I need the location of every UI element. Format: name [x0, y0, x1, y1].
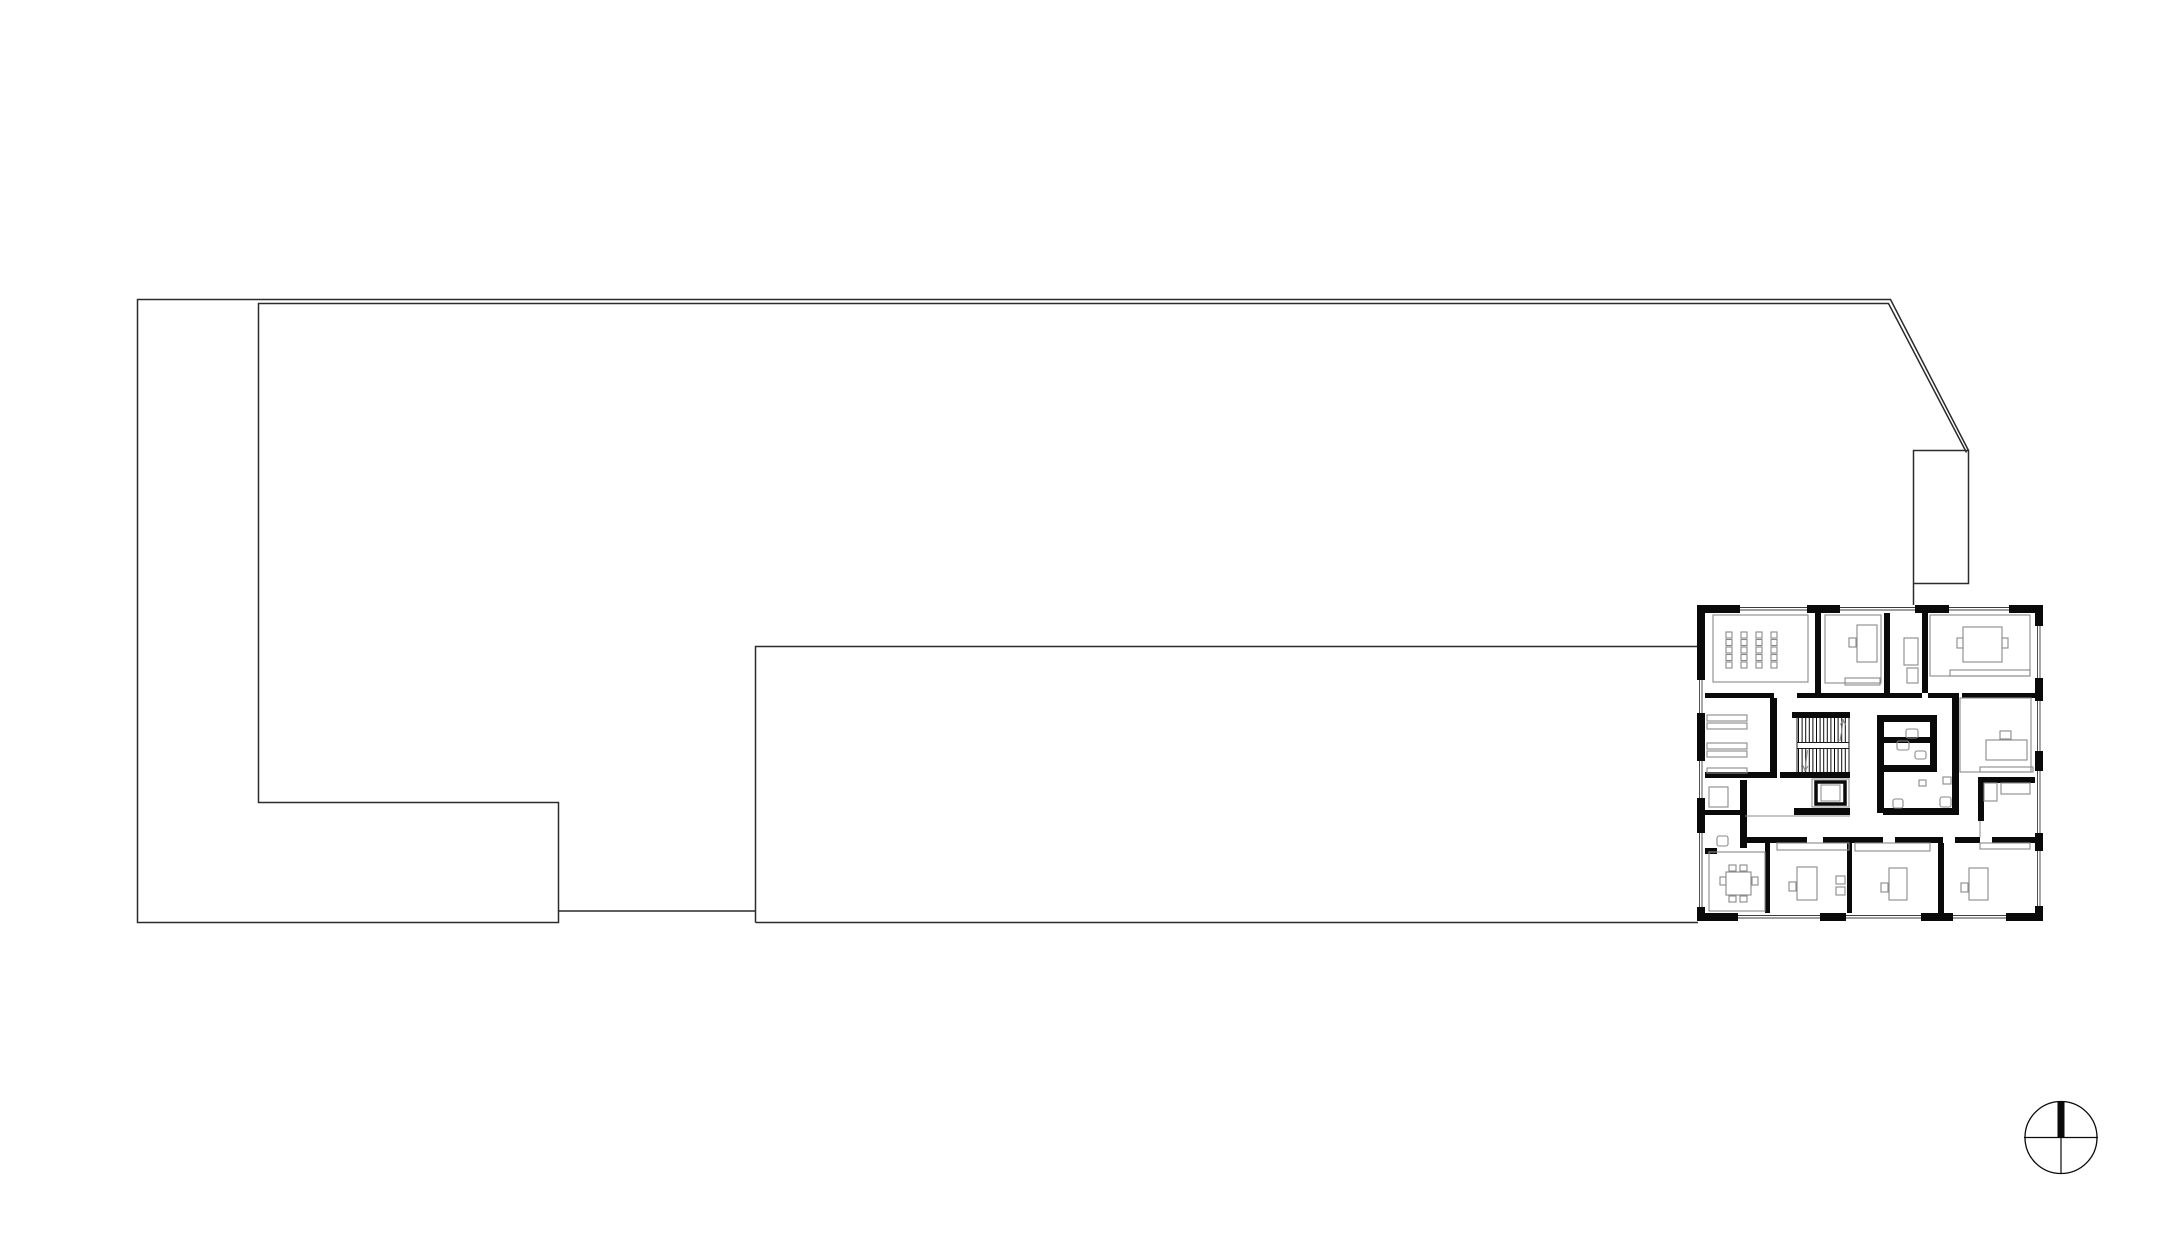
elevator-car-lines	[1811, 778, 1850, 808]
furniture	[1706, 614, 2034, 912]
site-outline	[136, 298, 1970, 924]
plan-walls	[1697, 605, 2043, 921]
north-compass-lines	[2024, 1136, 2098, 1173]
elevator-shaft	[1814, 780, 1847, 806]
corridor-lines	[1745, 815, 1981, 837]
stair-treads-lower	[1798, 749, 1846, 772]
north-compass-needle	[2057, 1102, 2065, 1138]
stair-walking-lines	[1802, 718, 1847, 773]
stair-treads-upper	[1798, 718, 1846, 742]
window-glazing	[1699, 607, 2041, 919]
stair-boundary-lines	[1796, 717, 1850, 772]
plan-layers	[136, 298, 2098, 1175]
